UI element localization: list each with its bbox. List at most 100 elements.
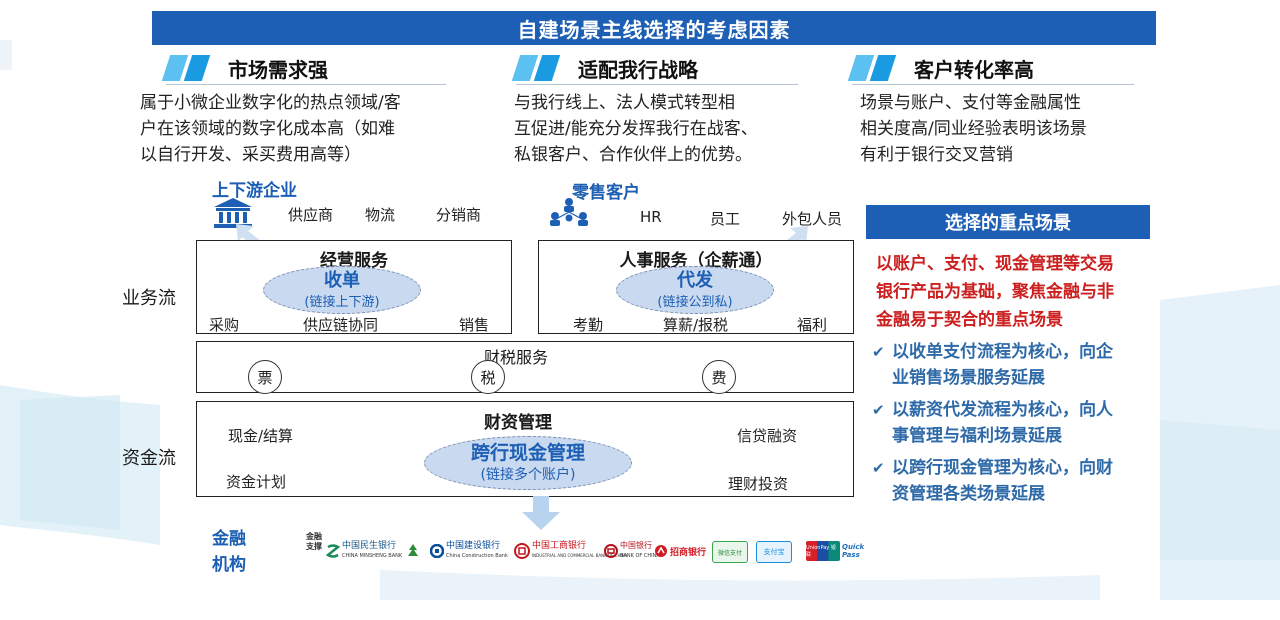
cash-management-label: 跨行现金管理	[470, 442, 585, 464]
ops-item: 采购	[209, 316, 240, 334]
checkmark-icon: ✔	[872, 401, 885, 419]
wechat-pay-logo: 微信支付	[712, 541, 748, 563]
checkmark-icon: ✔	[872, 343, 885, 361]
column-divider	[516, 84, 798, 85]
retail-item: 外包人员	[782, 210, 843, 228]
people-network-icon	[550, 198, 588, 226]
column-heading-text: 适配我行战略	[578, 57, 698, 82]
body-line: 属于小微企业数字化的热点领域/客	[140, 93, 401, 113]
treasury-item: 信贷融资	[737, 427, 798, 445]
column-body-market: 属于小微企业数字化的热点领域/客 户在该领域的数字化成本高（如难 以自行开发、采…	[140, 90, 401, 168]
treasury-item: 现金/结算	[228, 427, 294, 445]
upstream-title: 上下游企业	[212, 181, 297, 201]
lead-line: 金融易于契合的重点场景	[876, 310, 1063, 330]
payroll-ellipse: 代发 (链接公到私)	[616, 266, 774, 314]
acquiring-ellipse: 收单 (链接上下游)	[263, 266, 421, 314]
retail-title: 零售客户	[572, 183, 640, 203]
minsheng-logo-icon	[326, 544, 340, 558]
cash-management-ellipse: 跨行现金管理 (链接多个账户)	[424, 436, 632, 490]
quickpass-logo: Quick Pass	[842, 541, 878, 561]
point-line: 以跨行现金管理为核心，向财	[892, 458, 1113, 478]
arrow-down-icon	[522, 496, 560, 530]
point-line: 业销售场景服务延展	[892, 368, 1045, 388]
lead-line: 银行产品为基础，聚焦金融与非	[876, 282, 1114, 302]
tax-service-box	[196, 341, 854, 393]
logo-subtext: BANK OF CHINA	[620, 553, 660, 559]
point-line: 事管理与福利场景延展	[892, 426, 1062, 446]
logo-subtext: China Construction Bank	[446, 553, 508, 559]
fee-circle: 费	[702, 360, 736, 394]
label-line: 支撑	[306, 542, 322, 551]
body-line: 有利于银行交叉营销	[860, 145, 1013, 165]
column-heading-conversion: 客户转化率高	[847, 52, 1034, 84]
hr-item: 福利	[797, 316, 828, 334]
bank-logo-cmb: 招商银行	[654, 540, 706, 562]
logo-text: Quick Pass	[842, 543, 865, 559]
hr-item: 算薪/报税	[663, 316, 729, 334]
label-line: 金融	[306, 532, 322, 541]
hr-service-title: 人事服务（企薪通）	[619, 251, 773, 271]
column-heading-strategy: 适配我行战略	[511, 52, 698, 84]
label-line: 金融	[212, 529, 246, 549]
alipay-logo: 支付宝	[756, 541, 792, 563]
column-divider	[852, 84, 1134, 85]
body-line: 户在该领域的数字化成本高（如难	[140, 119, 395, 139]
acquiring-label: 收单	[324, 269, 360, 291]
column-body-conversion: 场景与账户、支付等金融属性 相关度高/同业经验表明该场景 有利于银行交叉营销	[860, 90, 1087, 168]
upstream-item: 供应商	[288, 206, 334, 224]
column-heading-text: 市场需求强	[228, 57, 328, 82]
funds-flow-label: 资金流	[122, 448, 176, 469]
payroll-sublabel: (链接公到私)	[657, 294, 733, 310]
invoice-circle: 票	[248, 360, 282, 394]
heading-marker-icon	[511, 55, 561, 81]
hr-item: 考勤	[573, 316, 604, 334]
financial-support-label: 金融 支撑	[306, 532, 322, 552]
body-line: 与我行线上、法人模式转型相	[514, 93, 735, 113]
logo-subtext: INDUSTRIAL AND COMMERCIAL BANK OF CHINA	[532, 553, 628, 558]
body-line: 互促进/能充分发挥我行在战客、	[514, 119, 758, 139]
body-line: 场景与账户、支付等金融属性	[860, 93, 1081, 113]
column-body-strategy: 与我行线上、法人模式转型相 互促进/能充分发挥我行在战客、 私银客户、合作伙伴上…	[514, 90, 758, 168]
logo-subtext: CHINA MINSHENG BANK	[342, 553, 403, 559]
key-scenario-point: ✔ 以跨行现金管理为核心，向财 资管理各类场景延展	[872, 455, 1162, 507]
logo-text: 中国民生银行	[342, 541, 397, 551]
business-flow-label: 业务流	[122, 288, 176, 309]
tax-circle: 税	[471, 360, 505, 394]
treasury-item: 理财投资	[728, 475, 789, 493]
point-line: 以收单支付流程为核心，向企	[892, 342, 1113, 362]
payroll-label: 代发	[677, 269, 713, 291]
point-line: 资管理各类场景延展	[892, 484, 1045, 504]
icbc-logo-icon	[514, 543, 530, 559]
bank-logo-icbc: 中国工商银行 INDUSTRIAL AND COMMERCIAL BANK OF…	[514, 540, 627, 562]
logo-text: 中国工商银行	[532, 541, 587, 551]
bank-icon	[214, 198, 252, 228]
cmb-logo-icon	[655, 545, 667, 557]
column-heading-text: 客户转化率高	[914, 57, 1034, 82]
logo-text: 中国银行	[620, 541, 652, 550]
body-line: 相关度高/同业经验表明该场景	[860, 119, 1087, 139]
key-scenario-point: ✔ 以收单支付流程为核心，向企 业销售场景服务延展	[872, 339, 1162, 391]
page-title: 自建场景主线选择的考虑因素	[152, 11, 1156, 45]
heading-marker-icon	[161, 55, 211, 81]
point-line: 以薪资代发流程为核心，向人	[892, 400, 1113, 420]
ccb-logo-icon	[430, 544, 444, 558]
logo-text: 微信支付	[717, 549, 742, 557]
cash-management-sublabel: (链接多个账户)	[480, 467, 576, 483]
treasury-title: 财资管理	[484, 413, 552, 433]
financial-institutions-label: 金融 机构	[212, 526, 246, 578]
key-scenarios-title: 选择的重点场景	[866, 205, 1150, 239]
key-scenarios-lead: 以账户、支付、现金管理等交易 银行产品为基础，聚焦金融与非 金融易于契合的重点场…	[876, 250, 1166, 334]
tree-logo-icon	[406, 540, 420, 562]
column-divider	[166, 84, 446, 85]
lead-line: 以账户、支付、现金管理等交易	[876, 254, 1114, 274]
heading-marker-icon	[847, 55, 897, 81]
upstream-item: 物流	[365, 206, 396, 224]
logo-text: UnionPay 银联	[806, 545, 836, 558]
ops-item: 销售	[459, 316, 490, 334]
logo-text: 支付宝	[763, 548, 785, 556]
logo-text: 中国建设银行	[446, 541, 501, 551]
checkmark-icon: ✔	[872, 459, 885, 477]
unionpay-logo: UnionPay 银联	[806, 541, 840, 561]
label-line: 机构	[212, 555, 246, 575]
